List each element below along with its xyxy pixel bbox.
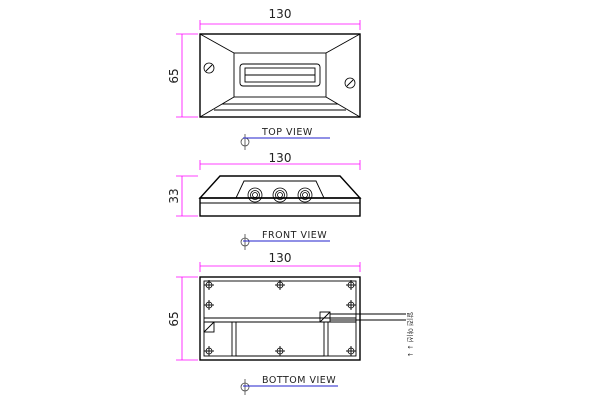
top-view-label: TOP VIEW bbox=[261, 127, 313, 138]
bottom-view: 130 65 알|전 야|선 ↓ ↓ bbox=[167, 251, 415, 395]
screw-marker bbox=[204, 300, 214, 310]
top-view-width-dimension: 130 bbox=[199, 7, 361, 30]
top-view-screw-right bbox=[344, 77, 356, 89]
front-view-width-value: 130 bbox=[269, 151, 292, 165]
bottom-view-hatch-left bbox=[203, 321, 215, 333]
front-view-top-bevel bbox=[198, 175, 362, 199]
screw-marker bbox=[275, 346, 285, 356]
screw-marker bbox=[346, 346, 356, 356]
front-view-led-1 bbox=[247, 187, 263, 203]
front-view-height-dimension: 33 bbox=[167, 175, 198, 217]
top-view: 130 65 bbox=[167, 7, 361, 150]
bottom-view-height-value: 65 bbox=[167, 311, 181, 326]
top-view-label-marker bbox=[240, 134, 250, 150]
screw-marker bbox=[346, 280, 356, 290]
bottom-view-width-value: 130 bbox=[269, 251, 292, 265]
top-view-width-value: 130 bbox=[269, 7, 292, 21]
front-view-label-marker bbox=[240, 234, 250, 250]
bottom-view-label: BOTTOM VIEW bbox=[262, 375, 336, 386]
front-view-led-3 bbox=[297, 187, 313, 203]
bottom-view-width-dimension: 130 bbox=[199, 251, 361, 272]
front-view-width-dimension: 130 bbox=[199, 151, 361, 170]
top-view-outline bbox=[199, 33, 361, 118]
top-view-lens-outer bbox=[239, 63, 321, 87]
front-view-height-value: 33 bbox=[167, 188, 181, 203]
front-view-lens-housing bbox=[235, 180, 325, 199]
front-view-base bbox=[199, 197, 361, 217]
bottom-view-screws bbox=[204, 280, 356, 356]
screw-marker bbox=[346, 300, 356, 310]
front-view-label: FRONT VIEW bbox=[262, 230, 327, 241]
bottom-view-cable bbox=[330, 313, 406, 321]
front-view-led-2 bbox=[272, 187, 288, 203]
bottom-view-height-dimension: 65 bbox=[167, 276, 198, 361]
bottom-view-inner-rim bbox=[203, 280, 357, 357]
bottom-view-label-marker bbox=[240, 379, 250, 395]
bottom-view-hatch-right bbox=[319, 311, 331, 323]
top-view-inner-frame bbox=[233, 52, 327, 98]
bottom-view-cable-note: 알|전 야|선 ↓ ↓ bbox=[406, 312, 415, 357]
top-view-screw-left bbox=[203, 62, 215, 74]
screw-marker bbox=[204, 346, 214, 356]
top-view-height-dimension: 65 bbox=[167, 33, 198, 118]
front-view: 130 33 bbox=[167, 151, 362, 250]
bottom-view-outline bbox=[199, 276, 361, 361]
screw-marker bbox=[275, 280, 285, 290]
screw-marker bbox=[204, 280, 214, 290]
top-view-height-value: 65 bbox=[167, 68, 181, 83]
